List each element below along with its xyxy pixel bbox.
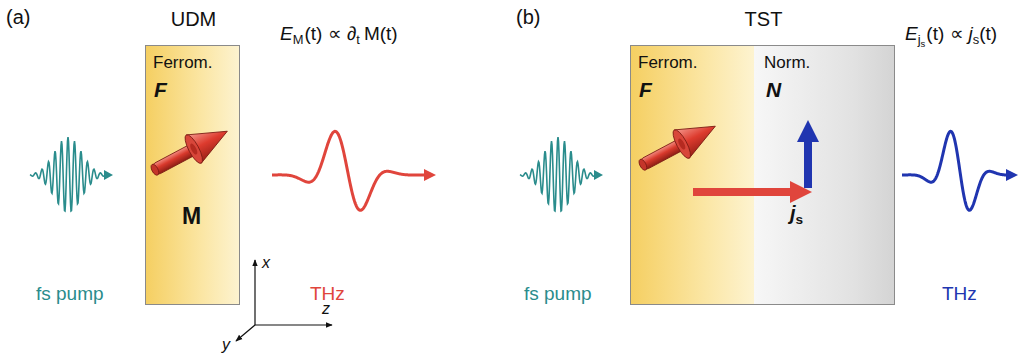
subscript: t: [356, 33, 360, 47]
label-text: E: [905, 24, 918, 45]
label-text: x: [262, 254, 270, 272]
subscript: s: [921, 39, 926, 49]
label-text: (t): [979, 24, 997, 45]
label-text: (b): [516, 6, 540, 28]
label-text: z: [322, 300, 330, 318]
thz-arrowhead: [424, 169, 436, 181]
ferromagnet-layer: UDMFerrom.FM: [145, 45, 240, 305]
label-text: (a): [6, 6, 30, 28]
label-text: (t) ∝ ∂: [304, 24, 356, 45]
layer-label: Norm.: [764, 54, 810, 73]
pump-arrowhead: [594, 170, 603, 180]
subscript: s: [796, 213, 804, 228]
axis-y: [236, 325, 255, 341]
label-text: j: [969, 24, 973, 45]
thz-arrowhead: [1006, 169, 1018, 181]
layer-label: F: [639, 78, 652, 101]
magnetization-arrow: [633, 112, 723, 180]
thz-waveform: [272, 131, 425, 210]
subscript: M: [293, 33, 304, 47]
charge-current-arrowhead: [797, 120, 819, 142]
ferromagnet-layer: Ferrom. F: [631, 46, 754, 304]
axis-x: [254, 260, 255, 325]
layer-label: M: [182, 204, 201, 229]
bilayer-stack: TSTFerrom.FNorm.N: [630, 45, 895, 305]
label-text: y: [222, 336, 230, 354]
magnetization-arrow: [145, 117, 235, 185]
axis-label: z: [322, 300, 330, 318]
layer-label: F: [154, 78, 167, 101]
spin-current-arrow: [693, 188, 792, 196]
formula: EM(t) ∝ ∂t M(t): [280, 24, 398, 45]
pump-pulse: [520, 137, 595, 211]
layer-label: Ferrom.: [153, 54, 213, 73]
panel-label: (b): [516, 6, 540, 28]
layer-label: Ferrom.: [638, 54, 698, 73]
charge-current-arrow: [804, 140, 812, 188]
pump-pulse: [30, 137, 105, 211]
axis-label: x: [262, 254, 270, 272]
normal-metal-layer: Norm. N: [754, 46, 894, 304]
axis-z: [255, 324, 332, 325]
pump-label: fs pump: [524, 284, 592, 305]
subscript: j: [918, 33, 921, 47]
thz-label: THz: [942, 284, 977, 305]
panel-title: TST: [631, 8, 896, 30]
panel-label: (a): [6, 6, 30, 28]
label-text: M(t): [364, 24, 398, 45]
label-text: fs pump: [524, 284, 592, 305]
spin-current-label: js: [790, 202, 803, 224]
label-text: j: [790, 202, 796, 224]
subscript: s: [973, 33, 979, 47]
axis-label: y: [222, 336, 230, 354]
label-text: E: [280, 24, 293, 45]
label-text: fs pump: [36, 284, 104, 305]
layer-label: N: [766, 78, 781, 101]
panel-title: UDM: [146, 8, 241, 30]
thz-waveform: [902, 131, 1007, 210]
label-text: (t) ∝: [926, 24, 963, 45]
pump-label: fs pump: [36, 284, 104, 305]
formula: Ejs(t) ∝js(t): [905, 24, 997, 45]
pump-arrowhead: [104, 170, 113, 180]
label-text: THz: [942, 284, 977, 305]
